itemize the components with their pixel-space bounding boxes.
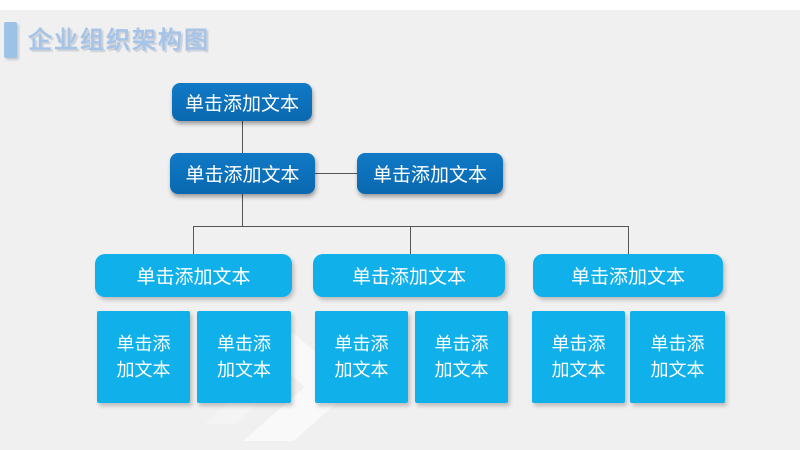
- org-box-level4-2[interactable]: 单击添加文本: [197, 311, 291, 403]
- connector-stub-l3c: [628, 226, 629, 254]
- org-box-label: 单击添加文本: [116, 333, 171, 380]
- org-box-level1[interactable]: 单击添加文本: [172, 83, 312, 121]
- connector-stub-l3a: [193, 226, 194, 254]
- org-box-level4-3[interactable]: 单击添加文本: [315, 311, 408, 403]
- connector-line-l1-l2: [242, 121, 243, 154]
- org-box-level3-3[interactable]: 单击添加文本: [533, 254, 723, 297]
- org-box-label: 单击添加文本: [551, 333, 606, 380]
- org-box-level2-main[interactable]: 单击添加文本: [170, 153, 315, 194]
- org-box-label: 单击添加文本: [334, 333, 389, 380]
- org-box-level3-1[interactable]: 单击添加文本: [95, 254, 292, 297]
- org-box-label: 单击添加文本: [136, 267, 251, 288]
- org-box-level4-1[interactable]: 单击添加文本: [97, 311, 190, 403]
- org-box-level2-side[interactable]: 单击添加文本: [357, 153, 503, 194]
- title-marker-bar: [4, 22, 17, 58]
- org-box-level4-5[interactable]: 单击添加文本: [532, 311, 625, 403]
- org-box-label: 单击添加文本: [570, 267, 685, 288]
- org-box-level3-2[interactable]: 单击添加文本: [313, 254, 505, 297]
- org-box-level4-4[interactable]: 单击添加文本: [415, 311, 508, 403]
- org-box-label: 单击添加文本: [185, 165, 300, 186]
- org-box-label: 单击添加文本: [372, 165, 487, 186]
- connector-line-l2-down: [242, 194, 243, 226]
- connector-line-l2-side: [315, 173, 357, 174]
- connector-line-l3-bus: [193, 226, 629, 227]
- org-box-label: 单击添加文本: [184, 93, 299, 115]
- connector-stub-l3b: [410, 226, 411, 254]
- org-box-label: 单击添加文本: [434, 333, 489, 380]
- org-box-label: 单击添加文本: [650, 333, 705, 380]
- org-box-level4-6[interactable]: 单击添加文本: [630, 311, 725, 403]
- org-box-label: 单击添加文本: [351, 267, 466, 288]
- page-title: 企业组织架构图: [28, 27, 210, 54]
- top-band: [0, 0, 800, 10]
- org-box-label: 单击添加文本: [217, 333, 271, 380]
